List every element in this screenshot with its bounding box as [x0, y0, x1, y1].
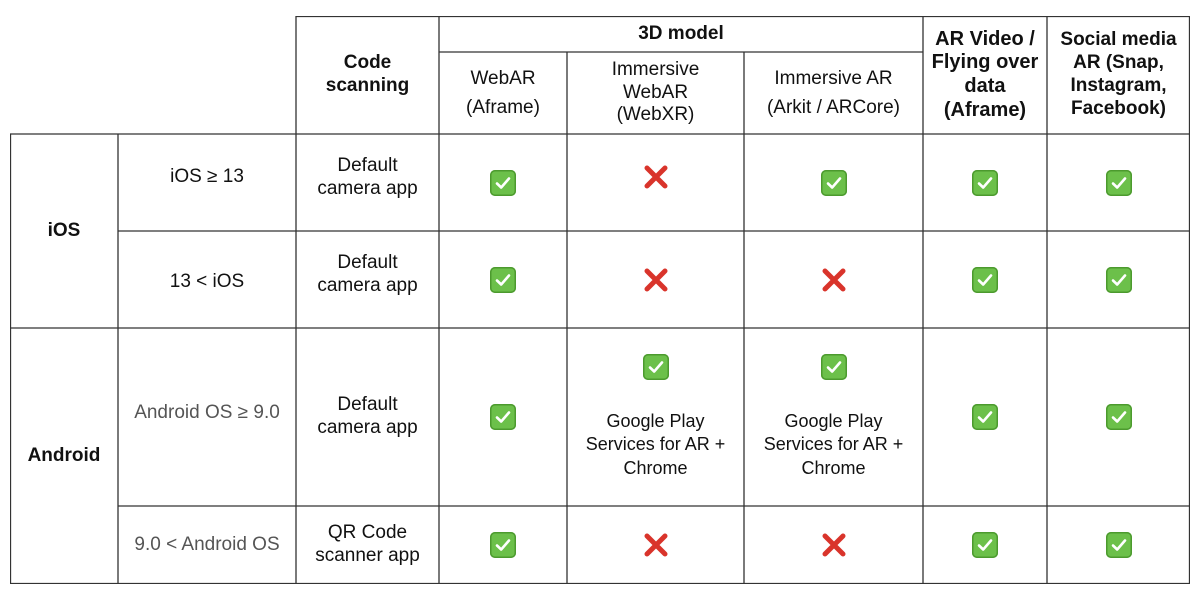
- os-version-label: Android OS ≥ 9.0: [134, 401, 280, 423]
- scan-method-label: Default camera app: [317, 154, 418, 199]
- header-3d-model: 3D model: [638, 22, 724, 44]
- header-immersive-ar: Immersive AR (Arkit / ARCore): [744, 52, 923, 134]
- cell-immersive-ar-r4: [744, 506, 923, 584]
- os-version-label: iOS ≥ 13: [170, 166, 244, 188]
- cross-icon: [642, 266, 670, 294]
- platform-ios: iOS: [47, 219, 81, 241]
- os-version-label: 9.0 < Android OS: [134, 533, 280, 555]
- check-icon: [972, 404, 998, 430]
- cell-social-r1: [1047, 134, 1190, 231]
- header-webar-label: WebAR (Aframe): [466, 67, 540, 118]
- check-icon: [820, 169, 847, 196]
- platform-android: Android: [27, 444, 101, 466]
- cell-immersive-ar-r2: [744, 231, 923, 328]
- cell-webar-r2: [439, 231, 567, 328]
- cell-ar-video-r3: [923, 328, 1047, 506]
- cell-ar-video-r4: [923, 506, 1047, 584]
- check-icon: [490, 404, 516, 430]
- cell-ar-video-r2: [923, 231, 1047, 328]
- cross-icon: [820, 531, 848, 559]
- check-icon: [1105, 404, 1132, 430]
- cross-icon: [642, 163, 670, 191]
- cell-immersive-ar-r1: [744, 134, 923, 231]
- check-icon: [972, 169, 998, 196]
- check-icon: [1105, 266, 1132, 293]
- cell-immersive-ar-r3: Google Play Services for AR + Chrome: [744, 328, 923, 506]
- cell-immersive-ar-r3-content: Google Play Services for AR + Chrome: [763, 354, 904, 479]
- cell-immersive-webar-r4: [567, 506, 744, 584]
- check-icon: [490, 532, 516, 558]
- check-icon: [1105, 532, 1132, 558]
- check-icon: [642, 354, 669, 381]
- cell-immersive-webar-r3: Google Play Services for AR + Chrome: [567, 328, 744, 506]
- cell-webar-r4: [439, 506, 567, 584]
- check-icon: [972, 532, 998, 558]
- cell-immersive-webar-r3-content: Google Play Services for AR + Chrome: [585, 354, 726, 479]
- cell-immersive-webar-r1: [567, 134, 744, 231]
- header-immersive-ar-label: Immersive AR (Arkit / ARCore): [766, 67, 901, 118]
- cell-immersive-webar-r2: [567, 231, 744, 328]
- cell-webar-r3: [439, 328, 567, 506]
- scan-method-label: QR Code scanner app: [315, 522, 420, 566]
- header-immersive-webar: Immersive WebAR (WebXR): [567, 52, 744, 134]
- check-icon: [972, 266, 998, 293]
- os-version-label: 13 < iOS: [169, 271, 245, 293]
- cell-social-r4: [1047, 506, 1190, 584]
- cross-icon: [642, 531, 670, 559]
- scan-method-label: Default camera app: [317, 394, 418, 438]
- cross-icon: [820, 266, 848, 294]
- header-ar-video: AR Video / Flying over data (Aframe): [931, 27, 1039, 121]
- requirement-note: Google Play Services for AR + Chrome: [763, 411, 904, 478]
- scan-method-label: Default camera app: [317, 251, 418, 296]
- requirement-note: Google Play Services for AR + Chrome: [585, 411, 726, 478]
- header-immersive-webar-label: Immersive WebAR (WebXR): [611, 58, 700, 126]
- header-webar: WebAR (Aframe): [439, 52, 567, 134]
- cell-ar-video-r1: [923, 134, 1047, 231]
- cell-social-r2: [1047, 231, 1190, 328]
- compatibility-table: Code scanning 3D model WebAR (Aframe) Im…: [10, 16, 1190, 584]
- check-icon: [490, 169, 516, 196]
- check-icon: [1105, 169, 1132, 196]
- header-code-scanning: Code scanning: [325, 52, 410, 96]
- cell-webar-r1: [439, 134, 567, 231]
- check-icon: [490, 266, 516, 293]
- cell-social-r3: [1047, 328, 1190, 506]
- header-social-media-ar: Social media AR (Snap, Instagram, Facebo…: [1060, 29, 1177, 119]
- check-icon: [820, 354, 847, 381]
